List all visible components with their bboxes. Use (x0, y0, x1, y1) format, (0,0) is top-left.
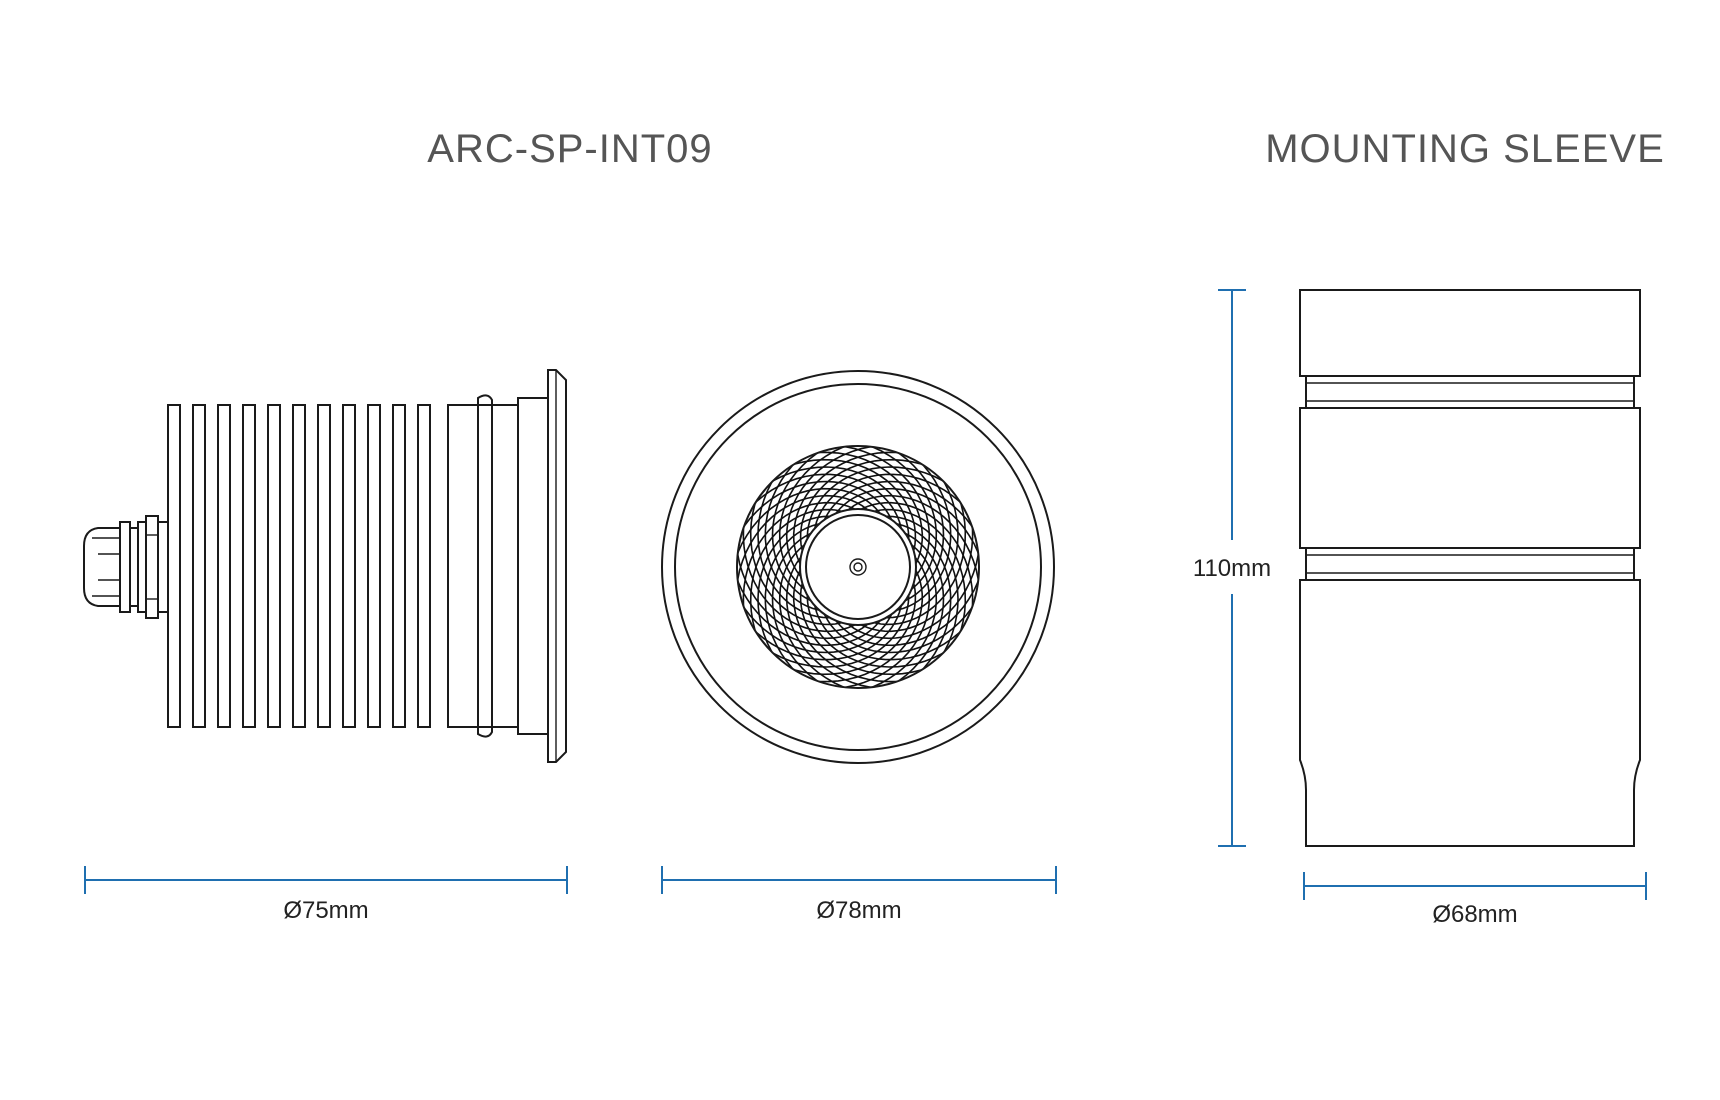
product-title: ARC-SP-INT09 (427, 127, 712, 171)
lattice-arc (778, 446, 844, 592)
side-diameter-dimension: Ø75mm (84, 866, 568, 924)
lens (805, 514, 911, 620)
lattice-arc (772, 466, 910, 543)
heatsink-fin (192, 404, 206, 728)
lattice-arc (892, 464, 952, 612)
lattice-arc (898, 452, 945, 603)
lattice-arc (844, 494, 980, 580)
lattice-arc (757, 481, 834, 619)
side-diameter-label: Ø75mm (283, 897, 368, 924)
sleeve-title: MOUNTING SLEEVE (1265, 127, 1665, 171)
lattice-arc (872, 446, 938, 592)
lattice-arc (794, 579, 917, 676)
lattice-arc (833, 581, 979, 647)
lattice-arc (870, 503, 967, 626)
lattice-arc (794, 458, 917, 555)
front-diameter-dimension: Ø78mm (661, 866, 1057, 924)
lattice-arc (742, 527, 859, 633)
lattice-arc (737, 581, 883, 647)
sleeve-diameter-label: Ø68mm (1432, 901, 1517, 928)
lattice-arc (845, 553, 931, 689)
mounting-sleeve (1299, 289, 1641, 847)
lattice-arc (792, 566, 898, 683)
heatsink-fin (292, 404, 306, 728)
lattice-arc (857, 501, 974, 607)
led-chip-outer (849, 558, 867, 576)
sleeve-height-label: 110mm (1193, 555, 1271, 582)
sleeve-height-dimension: 110mm (1193, 289, 1271, 847)
lattice-arc (813, 473, 961, 533)
lattice-arc (813, 601, 961, 661)
lattice-arc (771, 452, 818, 603)
lattice-arc (743, 607, 894, 654)
heatsink-fin (392, 404, 406, 728)
lattice-arc (872, 542, 938, 688)
lattice-arc (755, 473, 903, 533)
lattice-arc (822, 607, 973, 654)
lattice-arc (771, 531, 818, 682)
inner-rim (674, 383, 1042, 751)
front-flange (547, 369, 567, 763)
lattice-arc (749, 503, 846, 626)
lattice-arc (818, 451, 924, 568)
lattice-arc (818, 566, 924, 683)
lattice-arc (898, 531, 945, 682)
lattice-arc (882, 481, 959, 619)
heatsink-fin (242, 404, 256, 728)
outer-rim (661, 370, 1055, 764)
reflector-lattice (736, 445, 980, 689)
lattice-arc (799, 579, 922, 676)
lattice-arc (749, 508, 846, 631)
lattice-arc (772, 591, 910, 668)
lattice-arc (882, 515, 959, 653)
lattice-arc (845, 445, 931, 581)
side-view-fixture (83, 369, 567, 763)
heatsink-fin (217, 404, 231, 728)
front-view-fixture (661, 370, 1055, 764)
body-collar (447, 404, 519, 728)
lattice-arc (778, 542, 844, 688)
sleeve-diameter-dimension: Ø68mm (1303, 872, 1647, 928)
lattice-arc (764, 522, 824, 670)
heatsink-fin (342, 404, 356, 728)
lattice-arc (742, 501, 859, 607)
lattice-arc (737, 487, 883, 553)
heatsink-fin (417, 404, 431, 728)
heatsink-fin (267, 404, 281, 728)
led-chip-inner (853, 562, 863, 572)
lattice-arc (870, 508, 967, 631)
lattice-arc (785, 445, 871, 581)
lattice-arc (755, 601, 903, 661)
lattice-arc (736, 494, 872, 580)
lattice-arc (743, 480, 894, 527)
heatsink-fin (167, 404, 181, 728)
o-ring (477, 394, 493, 738)
lattice-arc (799, 458, 922, 555)
lattice-arc (736, 554, 872, 640)
lattice-arc (833, 487, 979, 553)
cable-gland (83, 515, 169, 619)
lattice-arc (844, 554, 980, 640)
lattice-arc (792, 451, 898, 568)
reflector-outer (736, 445, 980, 689)
lattice-arc (764, 464, 824, 612)
front-diameter-label: Ø78mm (816, 897, 901, 924)
lattice-arc (757, 515, 834, 653)
heatsink-fins (167, 404, 431, 728)
lattice-arc (806, 466, 944, 543)
lattice-arc (785, 553, 871, 689)
lattice-arc (822, 480, 973, 527)
lattice-arc (892, 522, 952, 670)
lattice-arc (806, 591, 944, 668)
lattice-arc (857, 527, 974, 633)
heatsink-fin (367, 404, 381, 728)
heatsink-fin (317, 404, 331, 728)
